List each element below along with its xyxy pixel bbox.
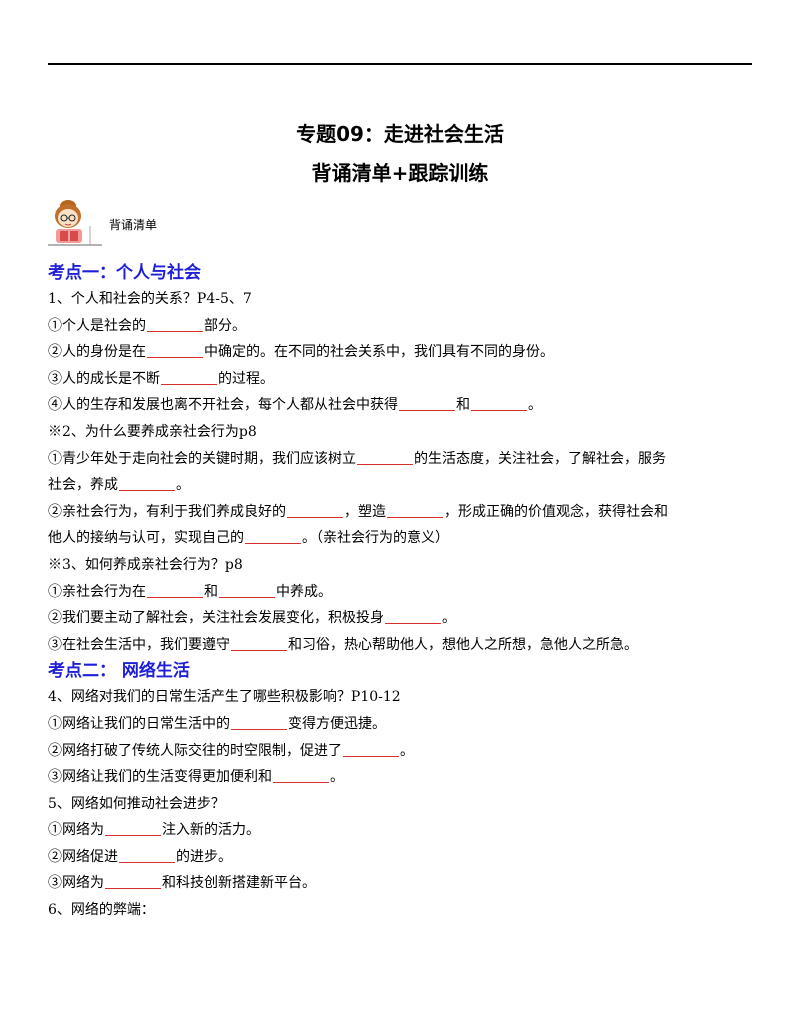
line-text: 和 [204,583,218,600]
list-item: ②人的身份是在 中确定的。在不同的社会关系中，我们具有不同的身份。 [48,339,752,366]
page-subtitle: 背诵清单+跟踪训练 [311,161,489,185]
line-text: ③网络让我们的生活变得更加便利和 [48,769,272,786]
fill-in-blank [219,583,275,598]
line-text: 和习俗，热心帮助他人，想他人之所想，急他人之所急。 [288,636,638,653]
line-text: 。 [442,610,456,627]
line-text: ，形成正确的价值观念，获得社会和 [444,503,668,520]
line-text: ①网络让我们的日常生活中的 [48,715,230,732]
list-item: ③网络让我们的生活变得更加便利和 。 [48,764,752,791]
list-item: ①青少年处于走向社会的关键时期，我们应该树立 的生活态度，关注社会，了解社会，服务 [48,446,752,473]
list-item: ③人的成长是不断 的过程。 [48,366,752,393]
list-item: ①亲社会行为在 和 中养成。 [48,579,752,606]
line-text: 中确定的。在不同的社会关系中，我们具有不同的身份。 [204,344,554,361]
line-text: ②网络打破了传统人际交往的时空限制，促进了 [48,742,342,759]
list-item: 1、个人和社会的关系？P4-5、7 [48,286,752,313]
line-text: ①青少年处于走向社会的关键时期，我们应该树立 [48,450,356,467]
fill-in-blank [119,476,175,492]
list-item: ④人的生存和发展也离不开社会，每个人都从社会中获得 和 。 [48,392,752,419]
line-text: 。 [400,742,414,759]
line-text: ※2、为什么要养成亲社会行为p8 [48,423,257,440]
fill-in-blank [147,317,203,332]
list-item: ①网络让我们的日常生活中的 变得方便迅捷。 [48,711,752,738]
line-text: 中养成。 [276,583,332,600]
list-item: 6、网络的弊端： [48,897,752,924]
fill-in-blank [287,503,343,518]
line-text: 考点一：个人与社会 [48,263,201,283]
line-text: 和科技创新搭建新平台。 [162,875,316,892]
fill-in-blank [161,370,217,385]
line-text: ④人的生存和发展也离不开社会，每个人都从社会中获得 [48,397,398,414]
fill-in-blank [471,396,527,412]
line-text: ①网络为 [48,822,104,839]
page-title: 专题09：走进社会生活 [296,122,504,146]
line-text: 6、网络的弊端： [48,902,155,919]
line-text: ②亲社会行为，有利于我们养成良好的 [48,503,286,520]
fill-in-blank [387,503,443,518]
fill-in-blank [119,848,175,863]
line-text: 。 [330,769,344,786]
list-item: ②网络打破了传统人际交往的时空限制，促进了 。 [48,738,752,765]
fill-in-blank [357,450,413,465]
list-item: 社会，养成 。 [48,472,752,499]
section-heading: 考点二： 网络生活 [48,658,752,684]
list-item: ②我们要主动了解社会，关注社会发展变化，积极投身 。 [48,605,752,632]
line-text: 。 [176,477,190,494]
list-item: 5、网络如何推动社会进步？ [48,791,752,818]
line-text: ②网络促进 [48,848,118,865]
avatar-label: 背诵清单 [109,218,158,232]
line-text: 的生活态度，关注社会，了解社会，服务 [414,450,666,467]
fill-in-blank [385,609,441,625]
fill-in-blank [105,821,161,837]
section-heading: 考点一：个人与社会 [48,260,752,286]
top-rule [48,63,752,65]
fill-in-blank [231,636,287,651]
line-text: 的进步。 [176,848,232,865]
line-text: 的过程。 [218,370,274,387]
line-text: ②我们要主动了解社会，关注社会发展变化，积极投身 [48,610,384,627]
line-text: 和 [456,397,470,414]
fill-in-blank [399,396,455,412]
line-text: ③在社会生活中，我们要遵守 [48,636,230,653]
list-item: ※3、如何养成亲社会行为？p8 [48,552,752,579]
line-text: ※3、如何养成亲社会行为？p8 [48,556,243,573]
line-text: 5、网络如何推动社会进步？ [48,795,225,812]
line-text: 。（亲社会行为的意义） [302,530,449,547]
line-text: 考点二： 网络生活 [48,661,190,682]
list-item: ②网络促进 的进步。 [48,844,752,871]
line-text: ①个人是社会的 [48,317,146,334]
fill-in-blank [231,715,287,730]
list-item: ①个人是社会的 部分。 [48,313,752,340]
list-item: ③在社会生活中，我们要遵守 和习俗，热心帮助他人，想他人之所想，急他人之所急。 [48,632,752,659]
fill-in-blank [343,742,399,757]
fill-in-blank [147,583,203,598]
line-text: 。 [528,397,542,414]
line-text: ①亲社会行为在 [48,583,146,600]
list-item: 4、网络对我们的日常生活产生了哪些积极影响？P10-12 [48,684,752,711]
line-text: ，塑造 [344,503,386,520]
line-text: 1、个人和社会的关系？P4-5、7 [48,291,252,307]
line-text: ②人的身份是在 [48,344,146,361]
line-text: ③网络为 [48,875,104,892]
line-text: 社会，养成 [48,477,118,494]
list-item: ②亲社会行为，有利于我们养成良好的 ，塑造 ，形成正确的价值观念，获得社会和 [48,499,752,526]
study-list: 考点一：个人与社会 1、个人和社会的关系？P4-5、7 ①个人是社会的 部分。 ②人的身… [48,260,752,924]
fill-in-blank [105,874,161,890]
fill-in-blank [273,768,329,784]
line-text: 变得方便迅捷。 [288,715,386,732]
line-text: 4、网络对我们的日常生活产生了哪些积极影响？P10-12 [48,689,401,706]
list-item: ①网络为 注入新的活力。 [48,817,752,844]
list-item: 他人的接纳与认可，实现自己的 。（亲社会行为的意义） [48,525,752,552]
line-text: 部分。 [204,317,246,334]
line-text: ③人的成长是不断 [48,370,160,387]
reading-girl-icon [48,200,102,246]
list-item: ※2、为什么要养成亲社会行为p8 [48,419,752,446]
fill-in-blank [147,343,203,359]
fill-in-blank [245,529,301,545]
line-text: 他人的接纳与认可，实现自己的 [48,530,244,547]
list-item: ③网络为 和科技创新搭建新平台。 [48,870,752,897]
line-text: 注入新的活力。 [162,822,260,839]
